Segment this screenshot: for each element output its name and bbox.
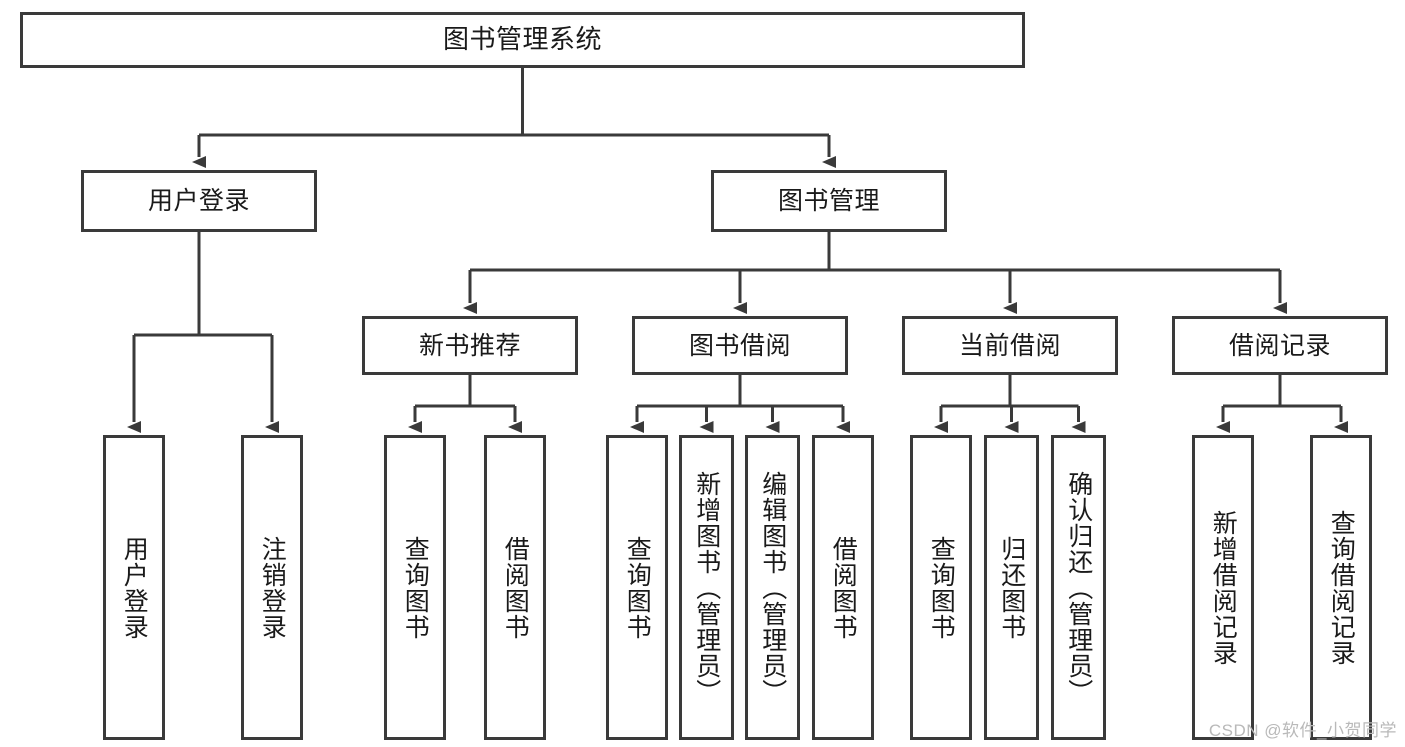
- node-label: 借阅记录: [1228, 331, 1331, 360]
- node-book-borrow[interactable]: 图书借阅: [632, 316, 848, 375]
- node-label: 用户登录: [120, 535, 149, 640]
- node-leaf-borrow-book-rec[interactable]: 借阅图书: [484, 435, 546, 740]
- node-leaf-query-book-rec[interactable]: 查询图书: [384, 435, 446, 740]
- node-label: 新书推荐: [418, 331, 521, 360]
- node-label: 查询图书: [927, 535, 956, 640]
- node-label: 图书管理: [777, 187, 880, 215]
- node-label: 注销登录: [258, 535, 287, 640]
- node-leaf-query-borrow-record[interactable]: 查询借阅记录: [1310, 435, 1372, 740]
- node-label: 图书管理系统: [442, 24, 602, 55]
- node-label: 当前借阅: [958, 331, 1061, 360]
- node-user-login[interactable]: 用户登录: [81, 170, 317, 232]
- node-leaf-query-book-cur[interactable]: 查询图书: [910, 435, 972, 740]
- node-leaf-query-book-borrow[interactable]: 查询图书: [606, 435, 668, 740]
- node-label: 归还图书: [997, 535, 1026, 640]
- node-label: 借阅图书: [829, 535, 858, 640]
- node-new-book-rec[interactable]: 新书推荐: [362, 316, 578, 375]
- node-leaf-edit-book[interactable]: 编辑图书（管理员）: [745, 435, 800, 740]
- node-label: 查询图书: [401, 535, 430, 640]
- node-leaf-confirm-return[interactable]: 确认归还（管理员）: [1051, 435, 1106, 740]
- node-label: 新增图书（管理员）: [692, 470, 721, 705]
- node-leaf-user-login[interactable]: 用户登录: [103, 435, 165, 740]
- node-root[interactable]: 图书管理系统: [20, 12, 1025, 68]
- node-label: 用户登录: [147, 187, 250, 215]
- watermark: CSDN @软件_小贺同学: [1208, 721, 1397, 740]
- node-current-borrow[interactable]: 当前借阅: [902, 316, 1118, 375]
- node-label: 查询图书: [623, 535, 652, 640]
- node-leaf-add-book[interactable]: 新增图书（管理员）: [679, 435, 734, 740]
- node-book-manage[interactable]: 图书管理: [711, 170, 947, 232]
- node-leaf-return-book[interactable]: 归还图书: [984, 435, 1039, 740]
- node-leaf-add-borrow-record[interactable]: 新增借阅记录: [1192, 435, 1254, 740]
- node-label: 查询借阅记录: [1327, 509, 1356, 666]
- node-leaf-user-logout[interactable]: 注销登录: [241, 435, 303, 740]
- node-label: 新增借阅记录: [1209, 509, 1238, 666]
- node-label: 确认归还（管理员）: [1064, 470, 1093, 705]
- node-borrow-record[interactable]: 借阅记录: [1172, 316, 1388, 375]
- node-label: 图书借阅: [688, 331, 791, 360]
- node-label: 编辑图书（管理员）: [758, 470, 787, 705]
- node-label: 借阅图书: [501, 535, 530, 640]
- node-leaf-borrow-book[interactable]: 借阅图书: [812, 435, 874, 740]
